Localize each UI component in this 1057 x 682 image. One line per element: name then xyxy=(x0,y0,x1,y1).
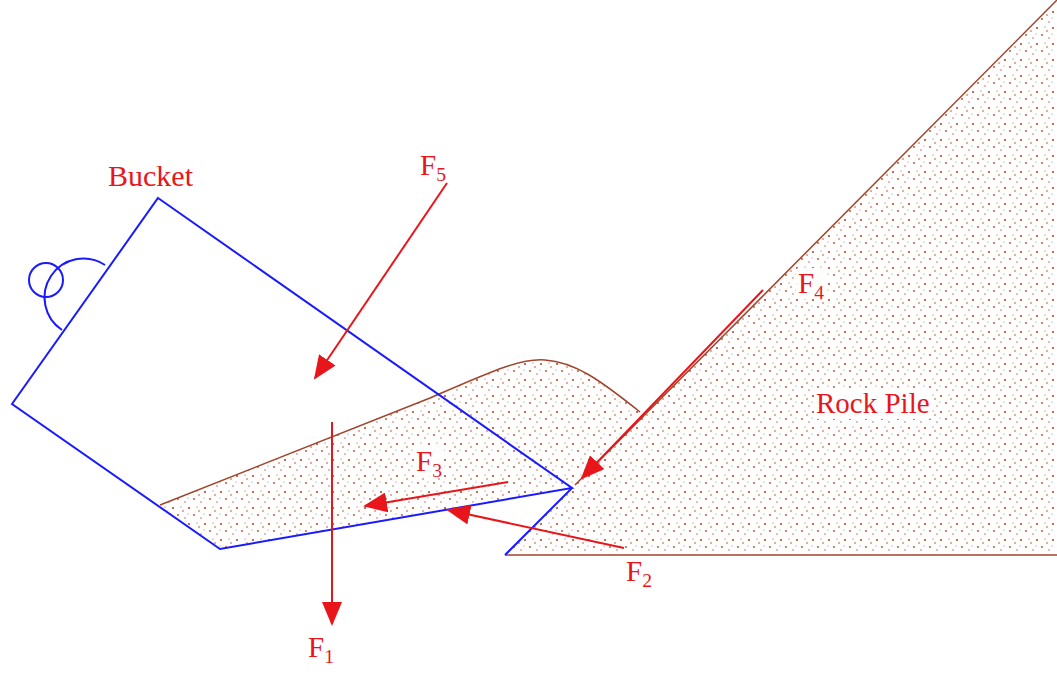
rock-pile-fill xyxy=(505,0,1057,555)
part-name: Rock Pile xyxy=(814,388,932,419)
part-name: Bucket xyxy=(106,160,195,192)
force-arrow xyxy=(448,510,624,548)
force-arrow xyxy=(331,422,333,624)
force-arrow xyxy=(365,482,508,506)
bucket-lip xyxy=(505,488,572,555)
force-arrow xyxy=(315,183,447,378)
force-label: F3 xyxy=(414,446,444,477)
force-arrow xyxy=(582,290,763,478)
pile-slope xyxy=(575,0,1057,485)
force-label: F5 xyxy=(418,150,448,181)
force-label: F4 xyxy=(796,268,826,299)
force-label: F2 xyxy=(624,556,654,587)
bucket-load-fill xyxy=(160,360,640,549)
bucket-outline xyxy=(12,198,572,549)
force-label: F1 xyxy=(306,632,336,663)
pivot-hole xyxy=(29,263,63,297)
ground-line xyxy=(505,554,1057,556)
load-surface xyxy=(160,360,640,505)
